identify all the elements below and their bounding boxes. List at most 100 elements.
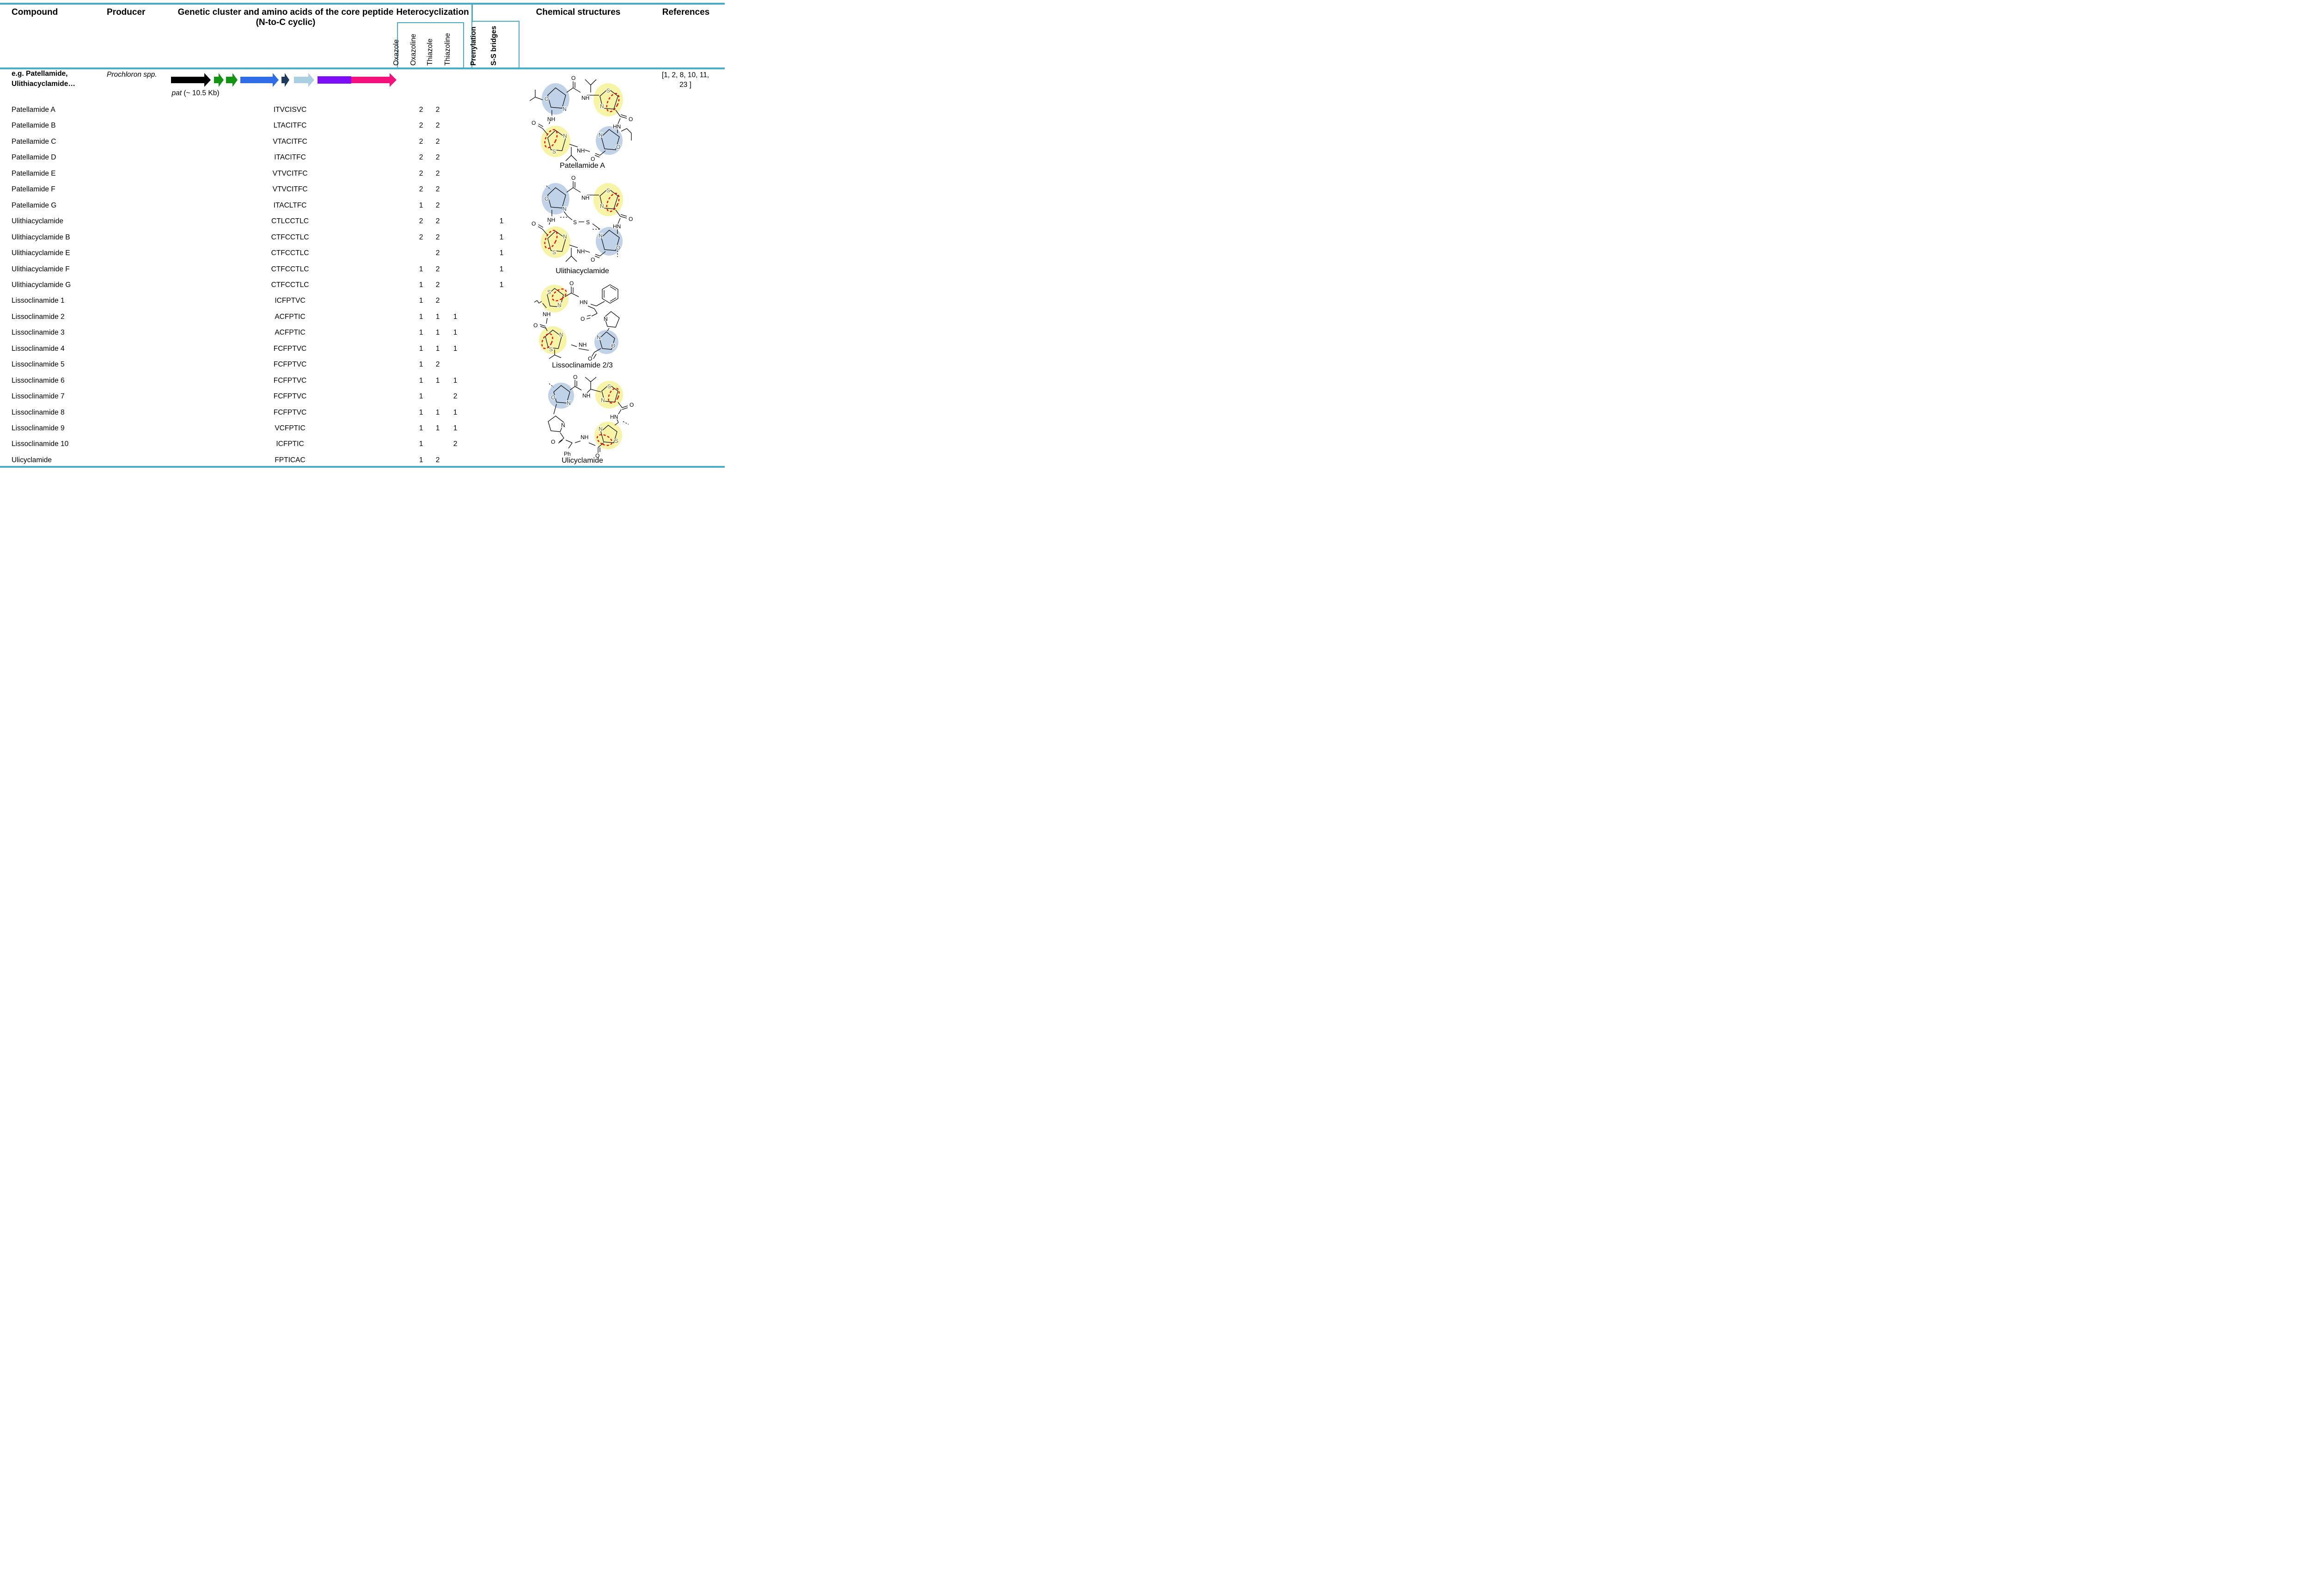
thiazole-count: 1	[435, 408, 440, 416]
svg-text:S: S	[586, 219, 590, 226]
ss-bridges-count: 1	[499, 281, 504, 289]
header-separator-rule	[0, 67, 725, 69]
table-row: Ulithiacyclamide G CTFCCTLC 1 2 1	[0, 281, 725, 291]
table-row: Lissoclinamide 2 ACFPTIC 1 1 1	[0, 312, 725, 323]
oxazoline-count: 1	[419, 456, 423, 464]
oxazoline-count: 1	[419, 312, 423, 321]
compound-name: Lissoclinamide 4	[12, 344, 65, 353]
svg-text:O: O	[630, 402, 634, 408]
references-value: [1, 2, 8, 10, 11, 23 ]	[642, 70, 725, 90]
compound-name: Patellamide F	[12, 185, 55, 194]
core-peptide-sequence: CTLCCTLC	[271, 217, 309, 226]
thiazole-count: 1	[435, 344, 440, 353]
compound-name: Lissoclinamide 10	[12, 440, 69, 448]
thiazole-count: 1	[435, 329, 440, 337]
svg-text:N: N	[604, 316, 608, 322]
table-row: Lissoclinamide 1 ICFPTVC 1 2	[0, 296, 725, 306]
core-peptide-sequence: ACFPTIC	[275, 312, 306, 321]
svg-text:S: S	[549, 346, 553, 353]
compound-name: Lissoclinamide 8	[12, 408, 65, 416]
svg-text:N: N	[559, 331, 563, 338]
thiazoline-count: 1	[453, 344, 458, 353]
gene-arrow	[171, 73, 211, 87]
thiazole-count: 1	[435, 376, 440, 385]
thiazole-count: 2	[435, 201, 440, 209]
producer-genus: Prochloron	[107, 71, 141, 79]
thiazole-count: 2	[435, 361, 440, 369]
box-top-tick	[471, 4, 473, 22]
svg-text:S: S	[573, 219, 577, 226]
thiazole-count: 2	[435, 106, 440, 114]
compound-name: Patellamide A	[12, 106, 55, 114]
oxazoline-count: 1	[419, 392, 423, 401]
oxazoline-count: 2	[419, 233, 423, 241]
gene-arrow	[351, 73, 397, 87]
svg-text:N: N	[601, 397, 605, 404]
top-rule	[0, 3, 725, 5]
svg-text:NH: NH	[547, 217, 555, 223]
svg-text:N: N	[599, 132, 603, 138]
thiazole-count: 2	[435, 153, 440, 162]
core-peptide-sequence: FCFPTVC	[273, 408, 307, 416]
svg-text:N: N	[561, 422, 565, 428]
svg-text:S: S	[606, 187, 610, 194]
header-genetic-cluster-line2: (N-to-C cyclic)	[256, 18, 316, 27]
core-peptide-sequence: FCFPTVC	[273, 344, 307, 353]
core-peptide-sequence: VCFPTIC	[275, 424, 306, 432]
ulithiacyclamide-caption: Ulithiacyclamide	[556, 267, 609, 275]
compound-name: Ulithiacyclamide E	[12, 249, 70, 257]
gene-arrow	[281, 73, 289, 87]
compound-name: Lissoclinamide 5	[12, 361, 65, 369]
core-peptide-sequence: CTFCCTLC	[271, 249, 309, 257]
compound-name: Patellamide B	[12, 122, 56, 130]
thiazole-count: 2	[435, 122, 440, 130]
thiazole-count: 2	[435, 456, 440, 464]
thiazoline-count: 1	[453, 376, 458, 385]
thiazoline-count: 1	[453, 424, 458, 432]
gene-arrow	[318, 76, 351, 84]
compound-name: Ulithiacyclamide F	[12, 265, 70, 273]
subcol-prenylation-label: Prenylation	[470, 26, 477, 66]
compound-name: Patellamide C	[12, 137, 56, 146]
svg-text:O: O	[616, 144, 620, 150]
ss-bridges-count: 1	[499, 249, 504, 257]
thiazole-count: 2	[435, 281, 440, 289]
svg-text:S: S	[547, 289, 551, 295]
compound-name: Lissoclinamide 2	[12, 312, 65, 321]
table-row: Lissoclinamide 10 ICFPTIC 1 2	[0, 440, 725, 450]
compound-name: Lissoclinamide 9	[12, 424, 65, 432]
svg-text:O: O	[533, 322, 538, 329]
oxazoline-count: 1	[419, 408, 423, 416]
table-row: Ulicyclamide FPTICAC 1 2	[0, 456, 725, 466]
table-row: Lissoclinamide 3 ACFPTIC 1 1 1	[0, 328, 725, 338]
header-genetic-cluster-line1: Genetic cluster and amino acids of the c…	[177, 7, 394, 17]
oxazoline-count: 2	[419, 217, 423, 226]
subcol-oxazole-label: Oxazole	[392, 39, 400, 66]
svg-text:S: S	[615, 438, 618, 444]
thiazoline-count: 1	[453, 329, 458, 337]
table-row: Patellamide E VTVCITFC 2 2	[0, 169, 725, 179]
subcol-thiazole-label: Thiazole	[426, 38, 434, 66]
core-peptide-sequence: ICFPTVC	[275, 297, 306, 305]
thiazoline-count: 2	[453, 392, 458, 401]
gene-name: pat	[171, 89, 182, 97]
oxazoline-count: 2	[419, 106, 423, 114]
svg-text:O: O	[595, 453, 599, 458]
core-peptide-sequence: ITACLTFC	[273, 201, 307, 209]
ulithiacyclamide-structure: O N S N N S N O O NH O HN O NH O NH S S	[531, 174, 634, 264]
svg-text:Ph: Ph	[564, 451, 571, 457]
table-row: Ulithiacyclamide E CTFCCTLC 2 1	[0, 249, 725, 259]
ulicyclamide-structure: O N S N N S N O NH O HN O NH O Ph	[548, 373, 635, 458]
svg-text:O: O	[551, 394, 555, 401]
lissoclinamide-caption: Lissoclinamide 2/3	[552, 361, 613, 369]
ss-bridges-count: 1	[499, 233, 504, 241]
oxazoline-count: 2	[419, 137, 423, 146]
ss-bridges-count: 1	[499, 265, 504, 273]
gene-arrow	[294, 73, 314, 87]
table-row: Ulithiacyclamide F CTFCCTLC 1 2 1	[0, 265, 725, 275]
oxazoline-count: 1	[419, 201, 423, 209]
svg-text:O: O	[581, 316, 585, 322]
svg-text:NH: NH	[581, 95, 589, 101]
table-row: Patellamide G ITACLTFC 1 2	[0, 201, 725, 211]
table-row: Ulithiacyclamide CTLCCTLC 2 2 1	[0, 217, 725, 227]
